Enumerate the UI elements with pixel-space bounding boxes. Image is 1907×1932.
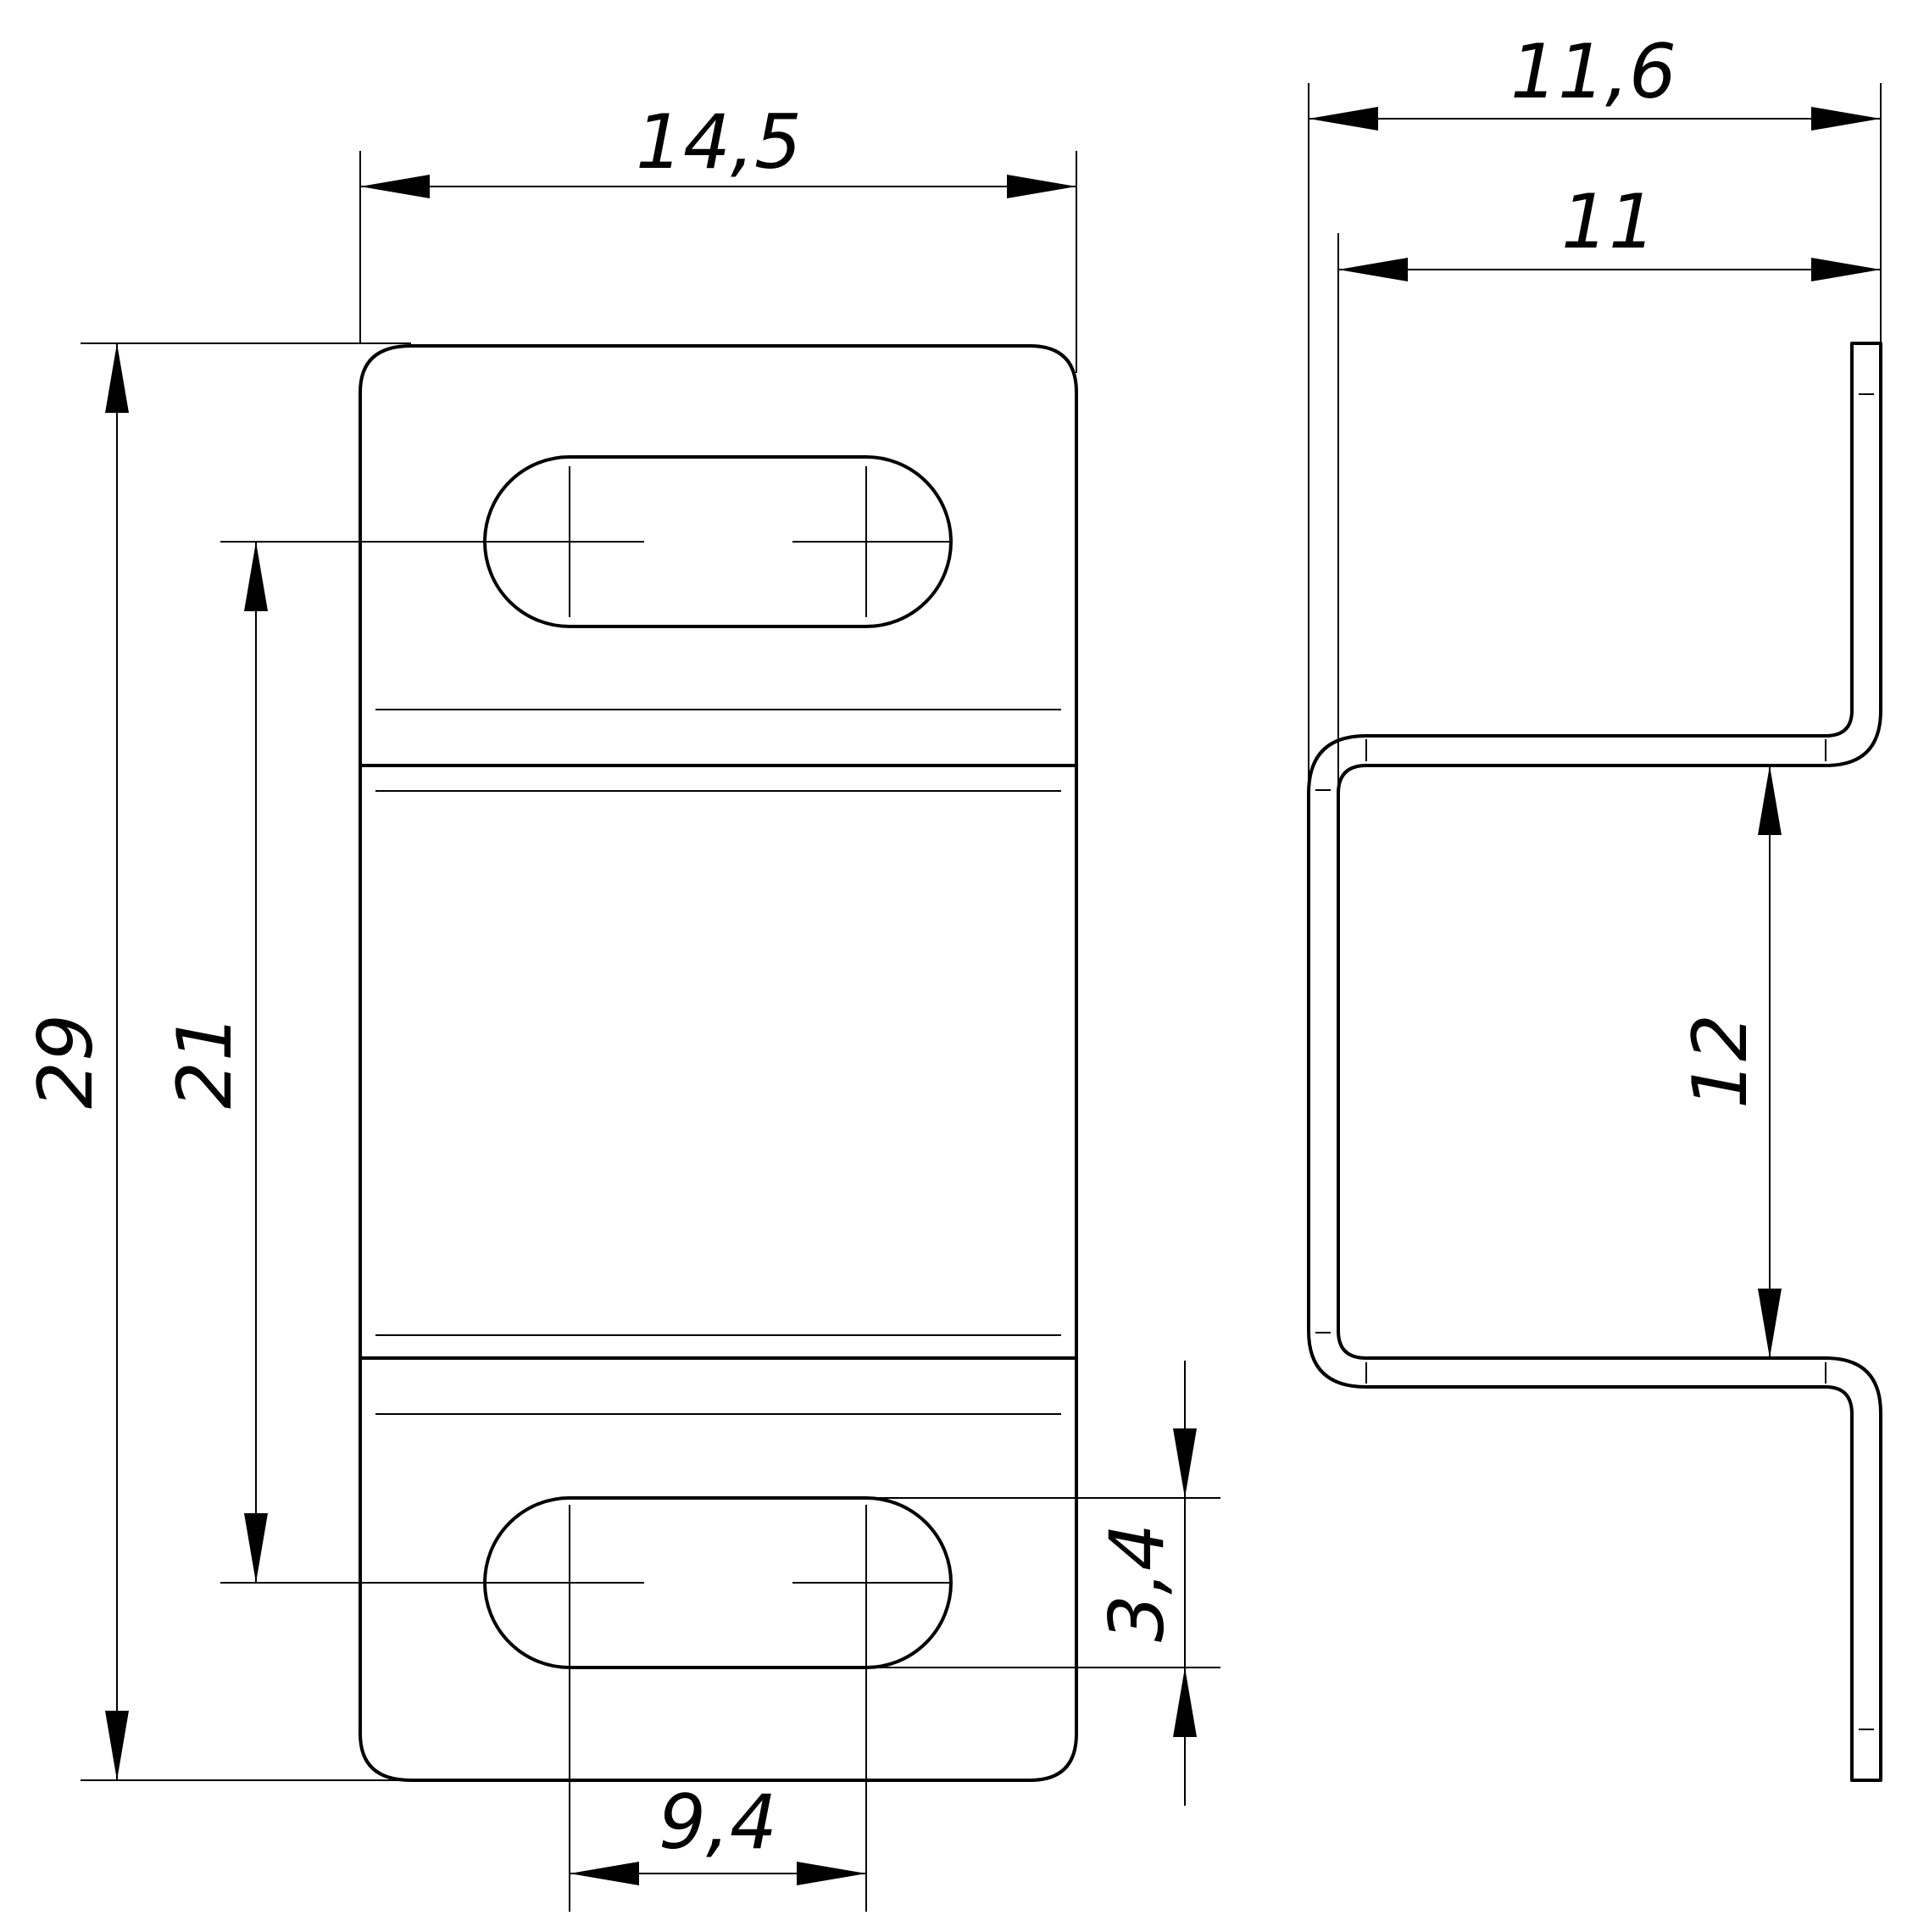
dimension-middle-height: 12 bbox=[1676, 766, 1782, 1358]
plate-outline bbox=[359, 344, 1078, 1782]
dimension-inner-depth: 11 bbox=[1337, 178, 1881, 793]
dimension-width: 14,5 bbox=[359, 98, 1077, 373]
dimension-inner-depth-label: 11 bbox=[1561, 178, 1656, 265]
profile-outer bbox=[1307, 342, 1882, 1782]
front-view: 14,5 29 21 3,4 bbox=[22, 98, 1220, 1912]
dimension-slot-width: 3,4 bbox=[866, 1361, 1220, 1806]
dimension-height-label: 29 bbox=[22, 1014, 109, 1109]
dimension-slot-spacing: 21 bbox=[161, 542, 268, 1583]
dimension-height: 29 bbox=[22, 342, 411, 1781]
side-view: 11,6 11 12 bbox=[1307, 28, 1882, 1782]
dimension-slot-spacing-label: 21 bbox=[161, 1014, 248, 1109]
dimension-slot-length-label: 9,4 bbox=[659, 1779, 777, 1866]
dimension-slot-width-label: 3,4 bbox=[1093, 1523, 1181, 1642]
dimension-overall-depth-label: 11,6 bbox=[1510, 28, 1676, 115]
dimension-overall-depth: 11,6 bbox=[1308, 28, 1882, 793]
dimension-middle-height-label: 12 bbox=[1676, 1014, 1764, 1109]
slot-upper bbox=[483, 455, 953, 628]
dimension-width-label: 14,5 bbox=[636, 98, 802, 186]
dimension-slot-length: 9,4 bbox=[570, 1779, 866, 1885]
